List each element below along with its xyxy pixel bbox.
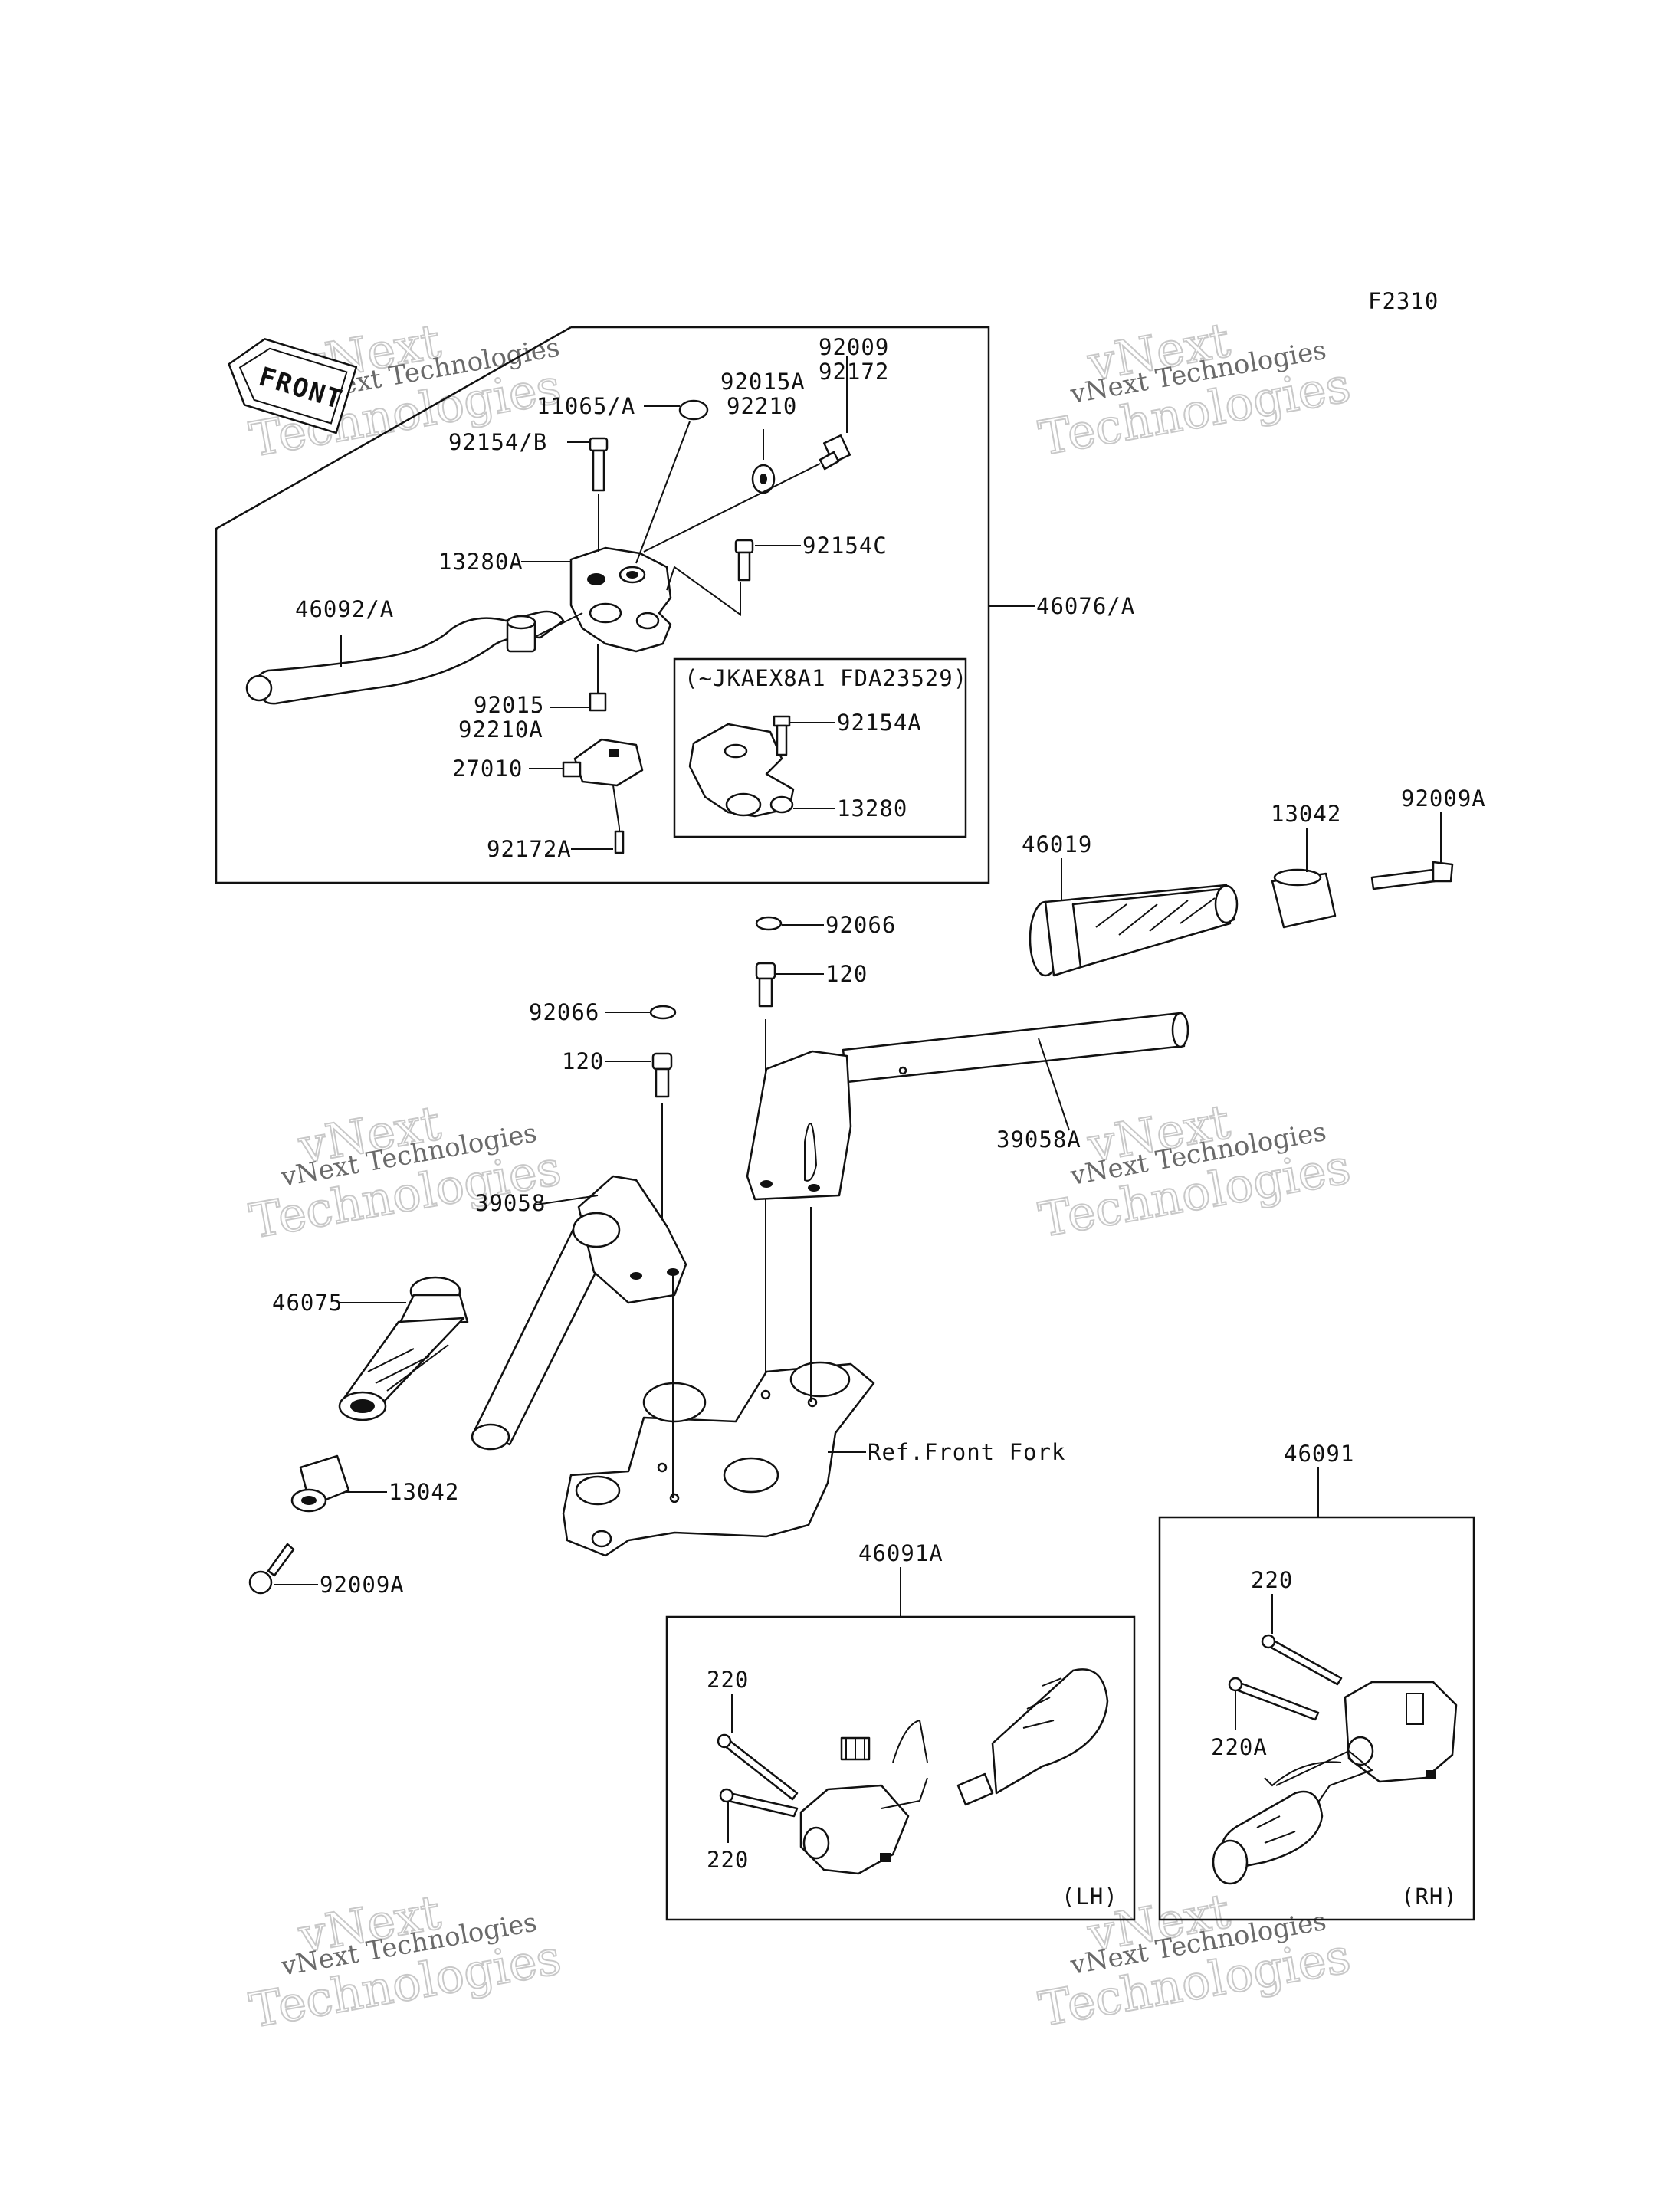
label-46091: 46091: [1284, 1441, 1354, 1467]
label-220-lh-bottom: 220: [707, 1847, 749, 1873]
label-92172A: 92172A: [487, 836, 572, 862]
label-rh: (RH): [1401, 1884, 1458, 1910]
front-fork-triple-clamp: [562, 1361, 875, 1557]
label-11065A: 11065/A: [536, 393, 635, 419]
label-92154C: 92154C: [802, 533, 888, 559]
label-220-lh-top: 220: [707, 1667, 749, 1693]
label-46076A: 46076/A: [1036, 593, 1135, 619]
lh-switch-housing: [799, 1668, 1109, 1875]
bolt-92154C: [734, 539, 754, 582]
rh-switch-box: [1158, 1516, 1475, 1921]
grip-46075: [338, 1276, 469, 1421]
bar-end-weight-13042-bottom: [290, 1454, 350, 1513]
label-220-rh: 220: [1251, 1567, 1293, 1593]
watermark-bottom-left: vNext vNext Technologies Technologies: [244, 1884, 566, 2040]
watermark-top-right: vNext vNext Technologies Technologies: [1034, 311, 1355, 467]
label-27010: 27010: [452, 756, 523, 782]
front-arrow-icon: FRONT: [228, 338, 358, 434]
handlebar-39058: [471, 1175, 687, 1451]
label-serial-range: (~JKAEX8A1 FDA23529): [684, 665, 967, 691]
label-92154A: 92154A: [837, 710, 922, 736]
nut-92015: [589, 692, 607, 712]
lever-bracket-13280: [688, 723, 795, 818]
label-39058: 39058: [475, 1190, 546, 1216]
lh-switch-box: [665, 1615, 1136, 1921]
clutch-lever-46092A: [245, 610, 565, 705]
label-ref-front-fork: Ref.Front Fork: [868, 1439, 1065, 1465]
label-39058A: 39058A: [996, 1126, 1081, 1153]
handlebar-39058A: [746, 1012, 1189, 1201]
label-92172: 92172: [819, 359, 889, 385]
bolt-92154B: [589, 437, 609, 492]
screw-220-rh: [1261, 1634, 1343, 1686]
label-13280: 13280: [837, 795, 907, 821]
label-92066-left: 92066: [529, 999, 599, 1025]
figure-code: F2310: [1368, 288, 1439, 314]
watermark-mid-left: vNext vNext Technologies Technologies: [244, 1094, 566, 1251]
switch-27010: [562, 738, 644, 787]
screw-92172A: [614, 830, 625, 854]
label-120-right: 120: [825, 961, 868, 987]
cap-11065A: [678, 399, 709, 421]
bar-end-weight-13042-top: [1271, 868, 1337, 929]
label-13042-bottom: 13042: [389, 1479, 459, 1505]
label-92009A-bottom: 92009A: [320, 1572, 405, 1598]
label-46092A: 46092/A: [295, 596, 394, 622]
rh-switch-housing: [1212, 1681, 1458, 1885]
label-46019: 46019: [1022, 831, 1092, 857]
label-92015A: 92015A: [720, 369, 806, 395]
screw-92009A-bottom: [248, 1543, 295, 1595]
serial-range-box: [673, 657, 967, 838]
bolt-120-left: [651, 1052, 673, 1098]
bolt-120-right: [755, 962, 776, 1008]
label-120-left: 120: [562, 1048, 604, 1074]
label-220A-rh: 220A: [1211, 1734, 1268, 1760]
screw-92009A-top: [1370, 861, 1454, 890]
screw-220-lh-top: [717, 1733, 799, 1801]
bolt-92154A: [773, 715, 791, 756]
label-lh: (LH): [1061, 1884, 1118, 1910]
screw-220A-rh: [1228, 1677, 1320, 1721]
lever-bracket-13280A: [569, 546, 672, 653]
washer-92066-left: [649, 1005, 677, 1020]
label-46075: 46075: [272, 1290, 343, 1316]
washer-92066-right: [755, 916, 783, 931]
label-13042-top: 13042: [1271, 801, 1341, 827]
label-92009: 92009: [819, 334, 889, 360]
label-92210A: 92210A: [458, 716, 543, 743]
label-92210: 92210: [727, 393, 797, 419]
throttle-grip-46019: [1029, 884, 1239, 977]
screw-92009: [819, 434, 851, 471]
watermark-mid-right: vNext vNext Technologies Technologies: [1034, 1093, 1355, 1249]
label-92009A-top: 92009A: [1401, 785, 1486, 812]
label-92066-right: 92066: [825, 912, 896, 938]
label-92154B: 92154/B: [448, 429, 547, 455]
label-92015: 92015: [474, 692, 544, 718]
label-13280A: 13280A: [438, 549, 523, 575]
clutch-lever-group-box: [215, 326, 990, 884]
label-46091A: 46091A: [858, 1540, 943, 1566]
screw-220-lh-bottom: [719, 1788, 799, 1818]
